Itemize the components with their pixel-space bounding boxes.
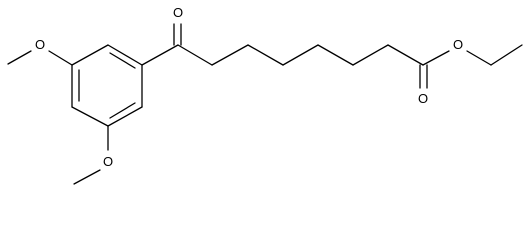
ring-bond-3 [107,106,143,127]
ring-inner-double-bond-1 [109,52,136,69]
ring-bond-6 [71,44,109,66]
ketone-oxygen-label: O [173,5,183,20]
ester-carbonyl-oxygen-label: O [418,91,428,106]
chain-bond-4 [282,44,319,66]
ester-group: O O [418,37,523,106]
chain-bond-6 [352,44,389,66]
chain-bond-3 [247,44,284,66]
ring-bond-4 [71,106,109,127]
chain-bond-1 [177,44,213,66]
chain-bond-7 [387,44,424,66]
chain-bond-5 [317,44,354,66]
ring-bond-1 [107,44,143,66]
methoxy-bottom-o-ch3-bond [73,169,101,185]
alkyl-chain [177,44,424,66]
ethyl-ch2-ch3-bond [490,44,523,66]
ring-to-ketone-carbon-bond [141,44,179,66]
ester-o-ch2-bond [466,50,492,66]
chain-bond-2 [211,44,249,66]
methoxy-top-oxygen-label: O [35,37,45,52]
ester-oxygen-label: O [453,37,463,52]
methoxy-top-o-ch3-bond [7,50,32,65]
benzene-ring [71,44,143,127]
methoxy-top-group: O [7,37,73,66]
methoxy-top-ring-o-bond [48,50,73,66]
ester-c-o-bond [422,50,450,66]
molecule-structure: O O O O O [7,5,523,185]
ketone-group: O [141,5,183,66]
ring-inner-double-bond-2 [109,102,136,119]
methoxy-bottom-oxygen-label: O [103,154,113,169]
methoxy-bottom-group: O [73,125,113,185]
